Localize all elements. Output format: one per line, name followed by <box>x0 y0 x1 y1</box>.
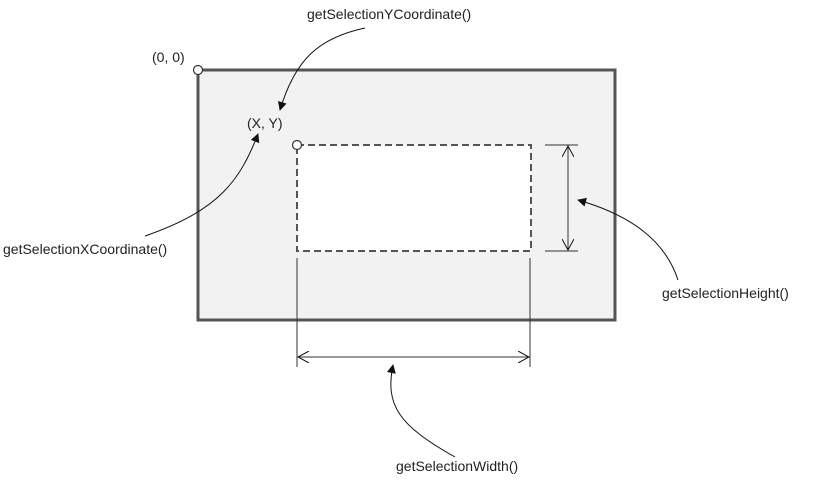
width-arrow <box>387 364 456 458</box>
origin-point <box>192 64 204 76</box>
selection-start-point <box>291 139 303 151</box>
selection-point-label: (X, Y) <box>247 115 283 131</box>
x-coordinate-arrow <box>144 133 260 237</box>
origin-label: (0, 0) <box>152 49 185 65</box>
height-arrow <box>577 197 679 281</box>
selection-rect <box>296 144 532 252</box>
y-coordinate-arrow <box>278 27 366 111</box>
y-coordinate-method-label: getSelectionYCoordinate() <box>307 6 472 22</box>
width-method-label: getSelectionWidth() <box>396 458 519 474</box>
x-coordinate-method-label: getSelectionXCoordinate() <box>3 241 168 257</box>
height-method-label: getSelectionHeight() <box>662 285 789 301</box>
